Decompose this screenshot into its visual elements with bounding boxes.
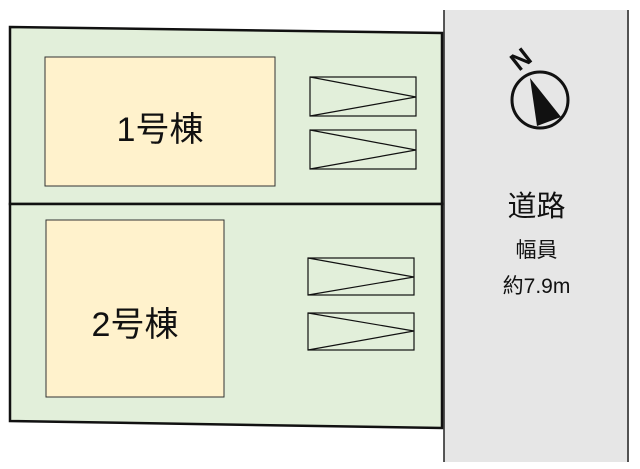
- road-width-value: 約7.9m: [502, 275, 571, 298]
- road-width-label: 幅員: [515, 239, 558, 262]
- road: [444, 10, 629, 462]
- road-label: 道路: [507, 191, 566, 223]
- building-1-label: 1号棟: [116, 111, 204, 149]
- compass-icon: [510, 70, 570, 130]
- building-2: [45, 219, 225, 398]
- building-1: [44, 56, 276, 187]
- parking-space: [307, 76, 417, 351]
- building-2-label: 2号棟: [91, 306, 179, 344]
